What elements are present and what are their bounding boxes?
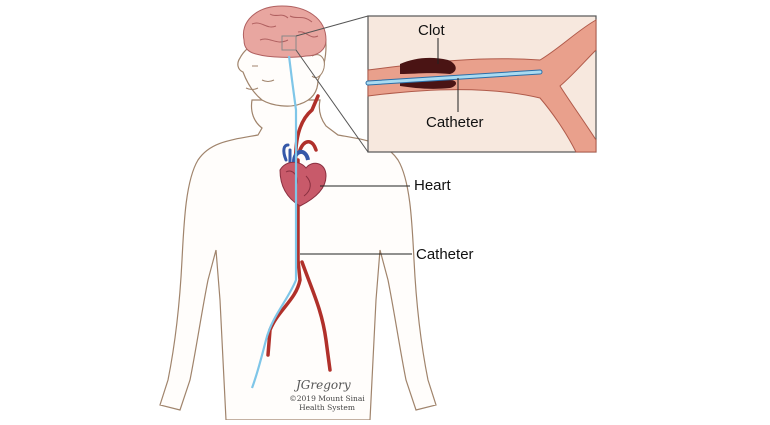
organization-line: Health System xyxy=(299,403,355,412)
face-details xyxy=(245,65,275,90)
inset-leader-lines xyxy=(281,15,369,153)
inset-panel xyxy=(365,15,597,153)
copyright-credit: ©2019 Mount Sinai Health System xyxy=(282,394,372,412)
heart-label: Heart xyxy=(414,177,451,194)
ear xyxy=(311,54,325,79)
clot-label: Clot xyxy=(418,22,445,39)
callout-lines xyxy=(300,185,412,255)
artist-signature: JGregory xyxy=(296,378,351,392)
inset-catheter-label: Catheter xyxy=(426,114,484,131)
body-catheter-label: Catheter xyxy=(416,246,474,263)
heart-shape xyxy=(279,150,327,207)
brain xyxy=(242,5,327,58)
body-catheter-line xyxy=(250,55,298,389)
copyright-line: ©2019 Mount Sinai xyxy=(289,394,365,403)
veins xyxy=(282,143,292,164)
